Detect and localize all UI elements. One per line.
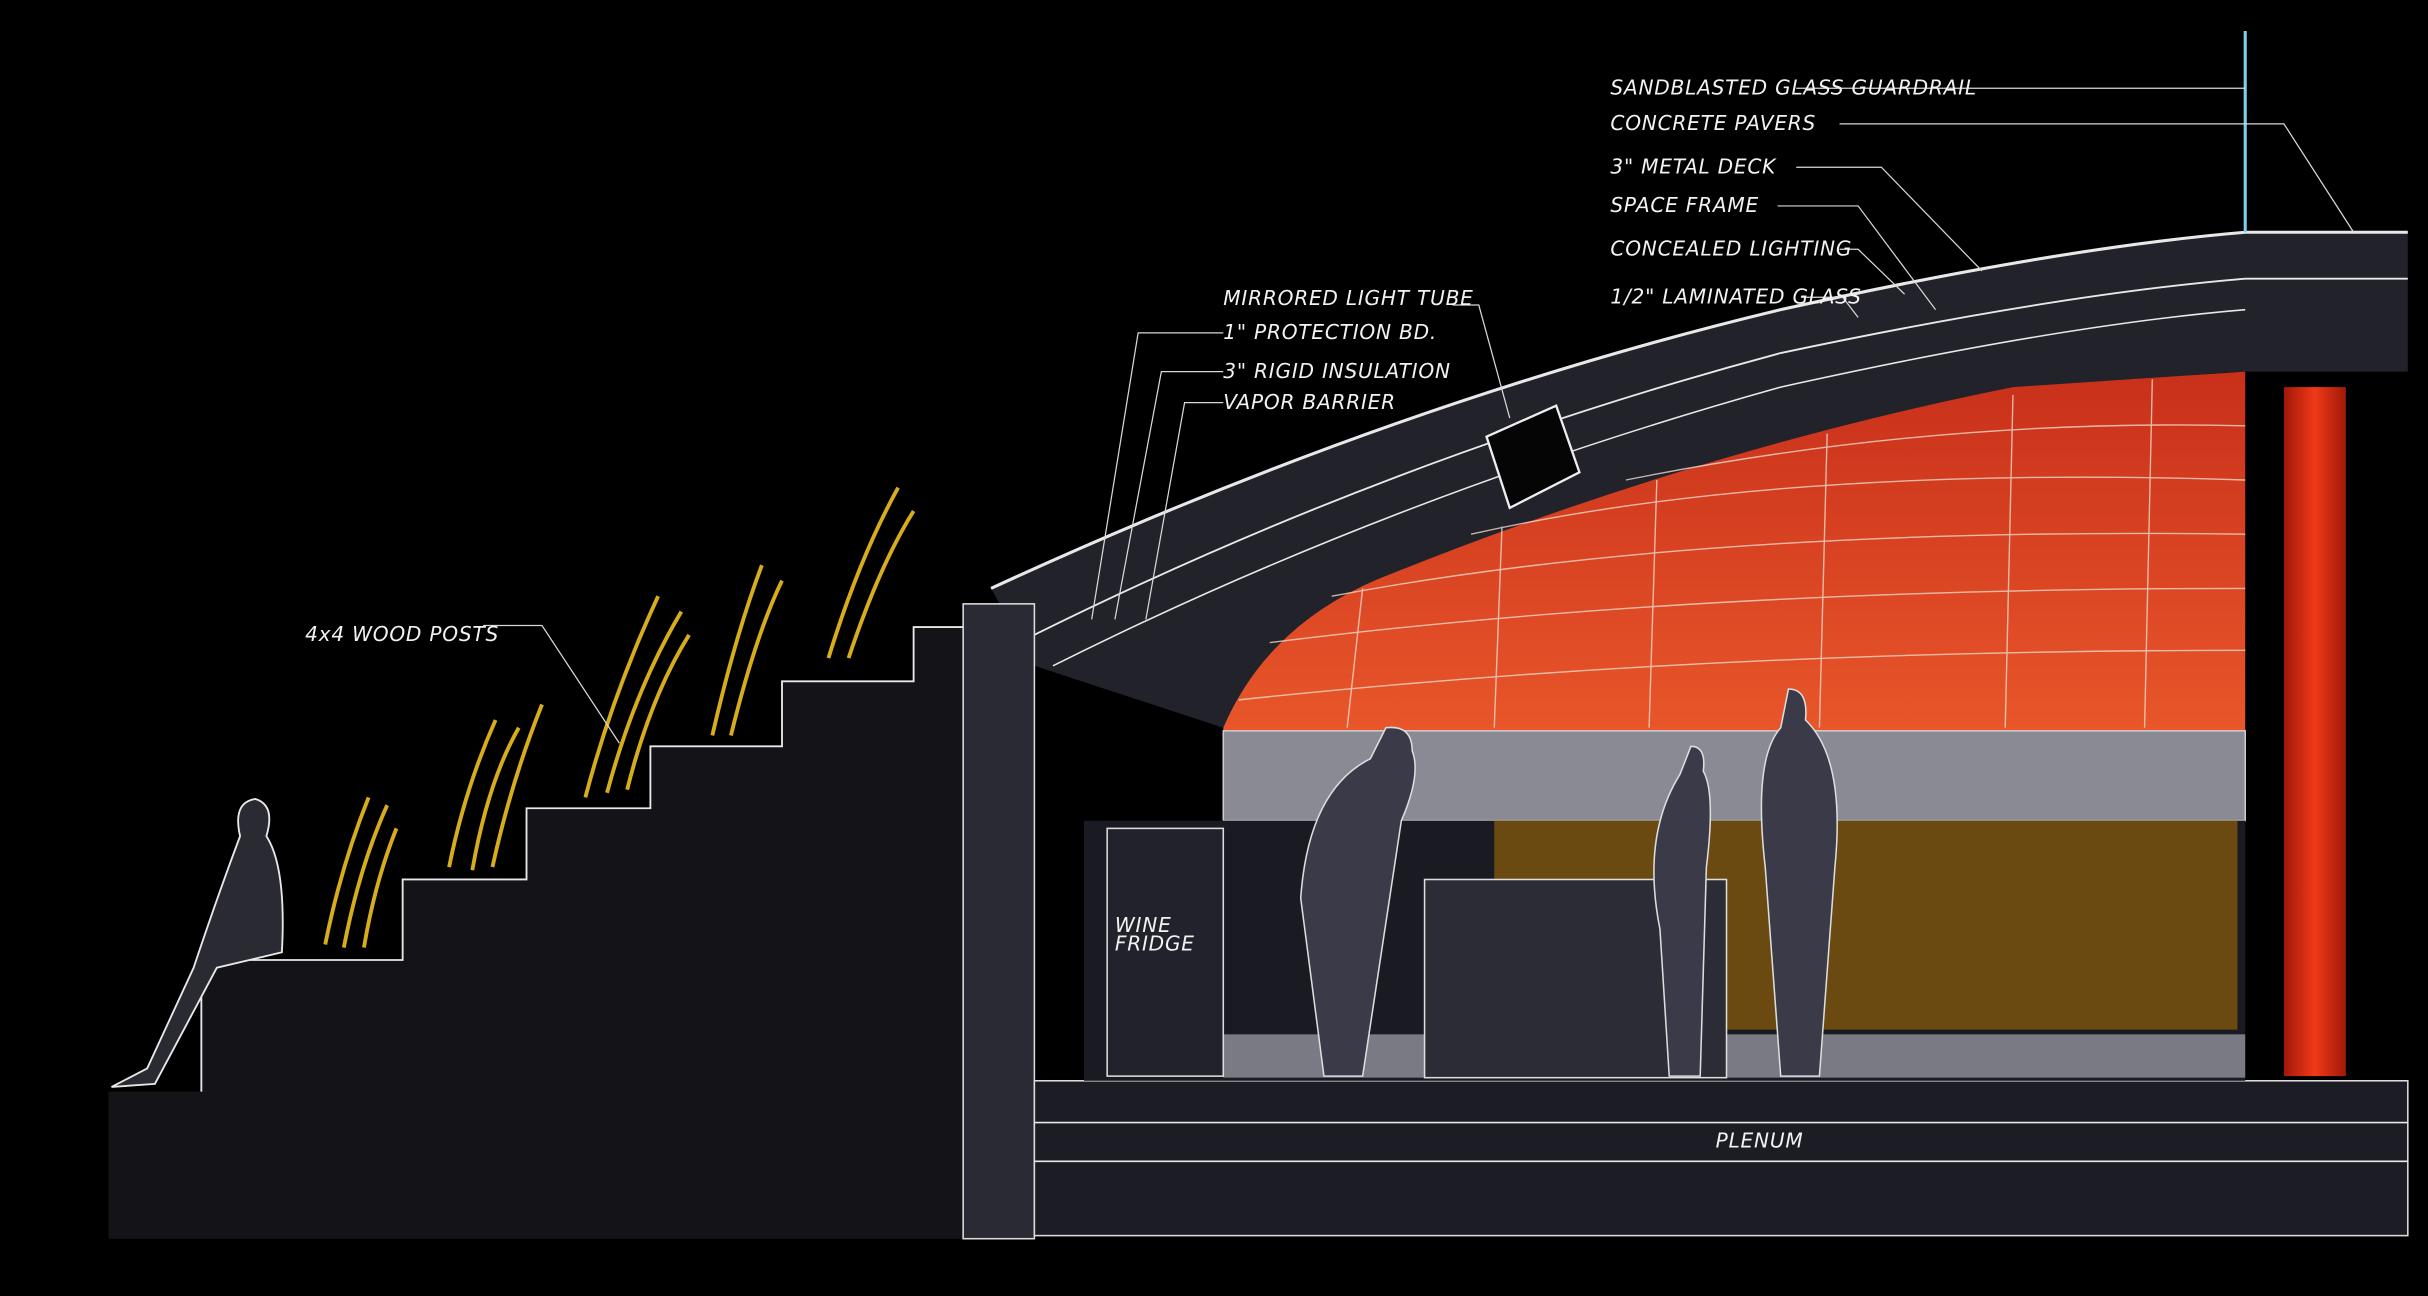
label-metal-deck: 3" METAL DECK bbox=[1610, 154, 1777, 178]
light-tube bbox=[1485, 404, 1581, 510]
seated-figure bbox=[111, 798, 284, 1088]
label-guardrail: SANDBLASTED GLASS GUARDRAIL bbox=[1610, 75, 1976, 99]
left-wall bbox=[962, 603, 1036, 1240]
wine-fridge bbox=[1106, 827, 1225, 1077]
label-plenum: PLENUM bbox=[1716, 1128, 1804, 1152]
glass-vault bbox=[1223, 371, 2246, 731]
label-space-frame: SPACE FRAME bbox=[1610, 193, 1759, 217]
yellow-grasses bbox=[323, 486, 916, 948]
red-column bbox=[2283, 387, 2346, 1077]
label-wine-fridge: WINE bbox=[1115, 913, 1172, 937]
base-band bbox=[1223, 1034, 2246, 1078]
label-lighting: CONCEALED LIGHTING bbox=[1610, 236, 1852, 260]
label-laminated-glass: 1/2" LAMINATED GLASS bbox=[1610, 284, 1861, 308]
label-protection-bd: 1" PROTECTION BD. bbox=[1223, 320, 1437, 344]
label-wine-fridge-2: FRIDGE bbox=[1115, 932, 1195, 956]
floor-slab bbox=[1033, 1080, 2409, 1237]
leader-lines bbox=[483, 87, 2355, 744]
standing-figures bbox=[1299, 688, 1838, 1077]
label-wood-posts: 4x4 WOOD POSTS bbox=[305, 622, 499, 646]
label-vapor-barrier: VAPOR BARRIER bbox=[1223, 390, 1396, 414]
label-light-tube: MIRRORED LIGHT TUBE bbox=[1223, 286, 1473, 310]
stepped-planters bbox=[108, 626, 964, 1239]
label-pavers: CONCRETE PAVERS bbox=[1610, 111, 1816, 135]
label-insulation: 3" RIGID INSULATION bbox=[1223, 359, 1450, 383]
